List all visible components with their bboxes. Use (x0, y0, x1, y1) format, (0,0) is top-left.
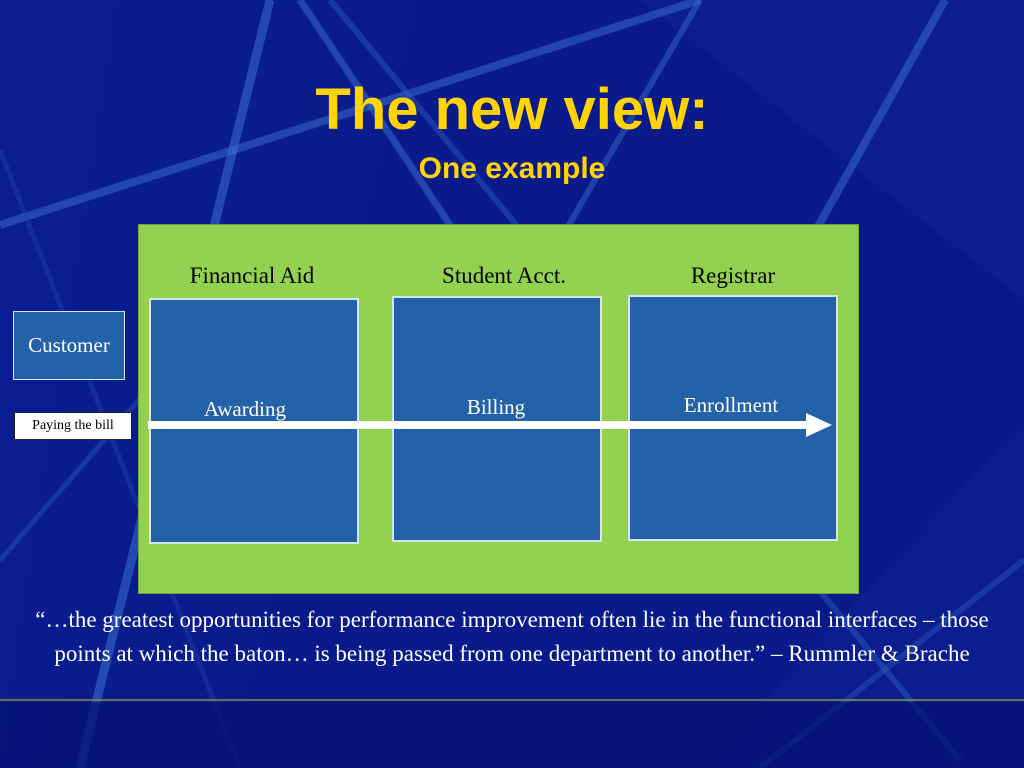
student-acct-box (392, 296, 602, 542)
customer-box: Customer (13, 311, 125, 380)
column-header-student-acct: Student Acct. (442, 263, 566, 288)
process-billing: Billing (466, 395, 526, 419)
column-header-financial-aid: Financial Aid (189, 263, 315, 288)
registrar-box (628, 295, 838, 541)
process-awarding: Awarding (203, 397, 287, 421)
process-enrollment: Enrollment (683, 393, 779, 417)
flow-label: Paying the bill (14, 412, 132, 440)
process-flow-arrow (148, 421, 810, 429)
arrow-head-icon (806, 413, 832, 437)
slide-subtitle: One example (418, 152, 606, 185)
slide-title: The new view: (315, 77, 709, 142)
quote-text: “…the greatest opportunities for perform… (35, 607, 989, 666)
column-header-registrar: Registrar (690, 263, 776, 288)
